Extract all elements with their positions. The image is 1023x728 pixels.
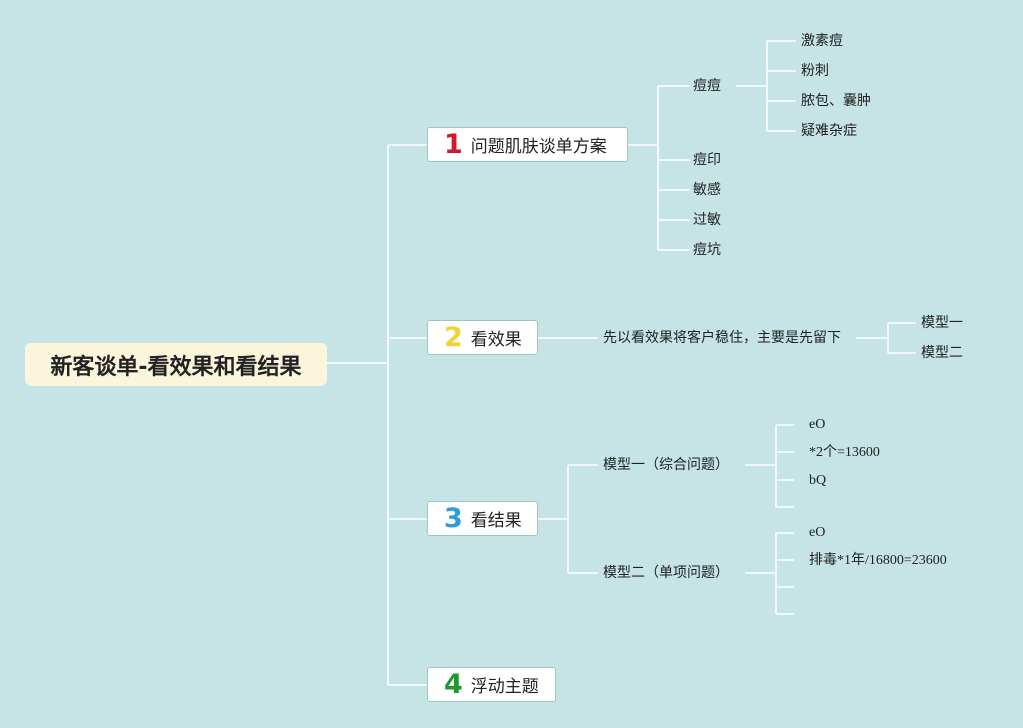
branch-2-model[interactable]: 模型一 bbox=[921, 315, 963, 331]
branch-4-title: 浮动主题 bbox=[470, 677, 539, 697]
model-1-item[interactable]: eO bbox=[809, 417, 826, 432]
branch-3-topic[interactable]: 3 看结果 bbox=[427, 501, 538, 536]
root-title: 新客谈单-看效果和看结果 bbox=[50, 354, 302, 380]
branch-2-model[interactable]: 模型二 bbox=[921, 345, 963, 361]
number-badge-3: 3 bbox=[444, 503, 463, 534]
acne-subtopic[interactable]: 脓包、囊肿 bbox=[801, 93, 871, 109]
branch-1-subtopic[interactable]: 痘坑 bbox=[693, 242, 721, 258]
acne-subtopic[interactable]: 疑难杂症 bbox=[801, 123, 857, 139]
branch-2-topic[interactable]: 2 看效果 bbox=[427, 320, 538, 355]
branch-2-note[interactable]: 先以看效果将客户稳住，主要是先留下 bbox=[603, 330, 841, 346]
acne-topic[interactable]: 痘痘 bbox=[693, 78, 721, 94]
branch-1-topic[interactable]: 1 问题肌肤谈单方案 bbox=[427, 127, 628, 162]
number-badge-1: 1 bbox=[444, 129, 463, 160]
acne-subtopic[interactable]: 激素痘 bbox=[801, 33, 843, 49]
branch-1-subtopic[interactable]: 痘印 bbox=[693, 152, 721, 168]
number-badge-2: 2 bbox=[444, 322, 463, 353]
model-1-item[interactable]: *2个=13600 bbox=[809, 445, 880, 460]
branch-2-title: 看效果 bbox=[470, 330, 522, 350]
branch-1-subtopic[interactable]: 过敏 bbox=[693, 212, 721, 228]
model-2-topic[interactable]: 模型二（单项问题） bbox=[603, 565, 729, 581]
acne-subtopic[interactable]: 粉刺 bbox=[801, 63, 829, 79]
branch-4-topic[interactable]: 4 浮动主题 bbox=[427, 667, 556, 702]
model-1-item[interactable]: bQ bbox=[809, 473, 827, 488]
number-badge-4: 4 bbox=[444, 669, 463, 700]
branch-1-title: 问题肌肤谈单方案 bbox=[470, 137, 607, 157]
branch-1-subtopic[interactable]: 敏感 bbox=[693, 182, 721, 198]
model-2-item[interactable]: eO bbox=[809, 525, 826, 540]
branch-3-title: 看结果 bbox=[470, 511, 522, 531]
model-2-item[interactable]: 排毒*1年/16800=23600 bbox=[809, 553, 947, 568]
root-topic[interactable]: 新客谈单-看效果和看结果 bbox=[25, 343, 327, 386]
model-1-topic[interactable]: 模型一（综合问题） bbox=[603, 457, 729, 473]
